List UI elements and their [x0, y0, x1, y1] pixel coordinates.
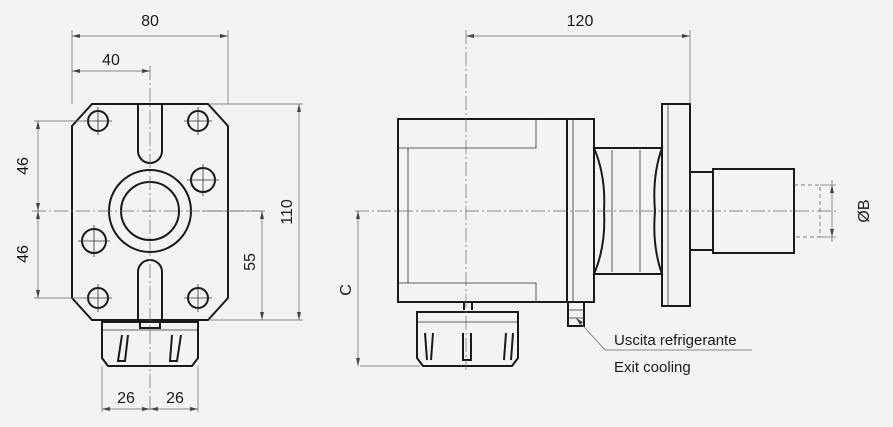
side-main-body — [397, 118, 595, 303]
dim-120-label: 120 — [567, 13, 594, 30]
coolant-note-english: Exit cooling — [614, 359, 691, 376]
side-flange — [661, 103, 691, 307]
dim-40-line — [72, 69, 150, 73]
dim-26-line — [102, 407, 198, 411]
front-collet-slot-left — [116, 334, 129, 362]
side-body-chamfer-line — [398, 147, 409, 284]
dim-46-lower-label: 46 — [15, 245, 32, 263]
dim-80-line — [72, 34, 228, 38]
dim-120-line — [466, 34, 690, 38]
front-collet-slot-right — [168, 334, 182, 362]
dim-46-lower-line — [36, 211, 40, 298]
dim-46-upper-label: 46 — [15, 157, 32, 175]
coolant-note-italian: Uscita refrigerante — [614, 332, 737, 349]
coolant-port — [567, 301, 585, 327]
side-body-bottom-step — [408, 282, 537, 302]
dim-80-label: 80 — [141, 13, 159, 30]
dim-26-right-label: 26 — [166, 390, 184, 407]
dim-b-label: ØB — [856, 199, 873, 222]
dim-26-left-label: 26 — [117, 390, 135, 407]
side-extension-lines — [360, 30, 836, 367]
side-body-top-step — [408, 119, 537, 149]
dim-110-line — [297, 104, 301, 320]
hole-centerlines — [78, 107, 219, 312]
dim-40-label: 40 — [102, 52, 120, 69]
coolant-leader-line — [575, 317, 752, 351]
side-collet-slot-mid — [462, 333, 472, 361]
dim-46-upper-line — [36, 121, 40, 211]
front-collet-nut — [101, 321, 199, 367]
coolant-port-lines — [568, 309, 584, 319]
dim-55-line — [260, 211, 264, 320]
side-collet-slot-left — [424, 332, 434, 361]
dim-c-line — [356, 211, 360, 366]
side-view: 120 C ØB Uscita refrigerante Exit coolin… — [338, 13, 873, 376]
coolant-leader-arrow — [576, 318, 583, 325]
front-view: 80 40 46 46 55 110 26 26 — [15, 13, 303, 412]
dim-b-line — [830, 180, 834, 242]
dim-110-label: 110 — [279, 199, 296, 225]
side-collet-slot-right — [503, 332, 514, 361]
side-collet-stem — [463, 302, 473, 310]
dim-c-label: C — [338, 284, 355, 296]
front-extension-lines — [34, 30, 303, 412]
dim-55-label: 55 — [242, 253, 259, 271]
side-collet-nut — [416, 311, 519, 367]
